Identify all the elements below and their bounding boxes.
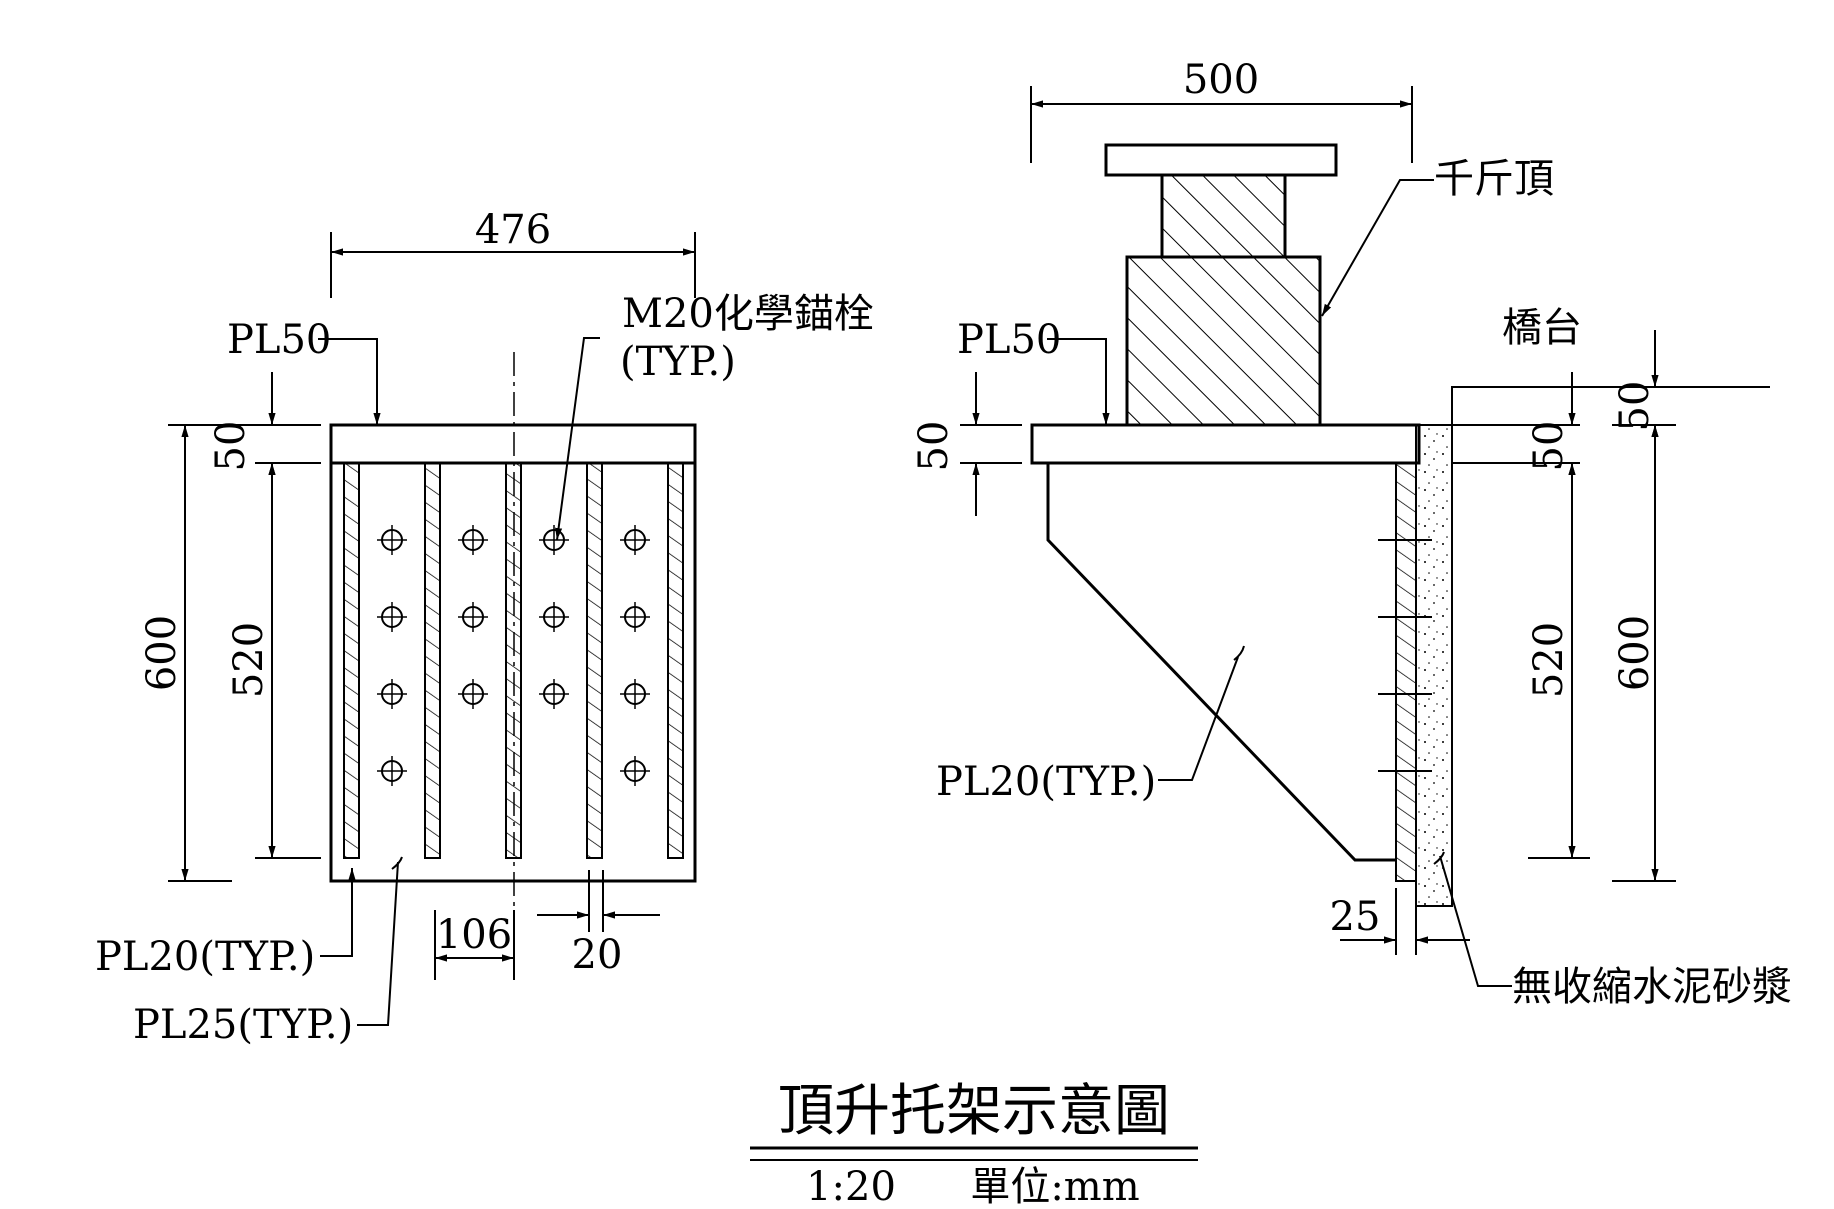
side-top-plate-label: PL50 <box>957 317 1061 363</box>
anchor-bolt <box>458 602 488 632</box>
anchor-bolt <box>620 756 650 786</box>
front-rib-dim: 520 <box>226 622 272 698</box>
rib <box>343 462 360 859</box>
rib <box>586 462 603 859</box>
front-back-plate-label: PL25(TYP.) <box>133 1002 353 1048</box>
title-block: 頂升托架示意圖 1:20 單位:mm <box>750 1079 1198 1209</box>
front-width-dim: 476 <box>475 207 551 253</box>
unit-label: 單位:mm <box>970 1164 1139 1209</box>
anchor-bolt <box>458 525 488 555</box>
right-plate-dim: 50 <box>1526 421 1572 472</box>
anchor-bolt <box>539 679 569 709</box>
front-top-plate-label: PL50 <box>227 317 331 363</box>
anchor-label: M20化學錨栓 <box>622 291 874 337</box>
drawing-title: 頂升托架示意圖 <box>778 1079 1170 1144</box>
rib <box>424 462 441 859</box>
abutment-face <box>1451 386 1770 906</box>
grout-label: 無收縮水泥砂漿 <box>1512 964 1792 1010</box>
back-plate-dim: 25 <box>1330 894 1381 940</box>
side-back-plate <box>1395 462 1417 882</box>
front-view: 476 PL50 50 520 600 M20化學錨栓 (TYP.) 106 2… <box>95 207 874 1048</box>
gusset-label: PL20(TYP.) <box>936 759 1156 805</box>
anchor-bolt <box>620 679 650 709</box>
anchor-bolt <box>458 679 488 709</box>
front-ribs <box>343 462 684 859</box>
jack-ram <box>1160 173 1287 259</box>
anchor-bolt <box>377 756 407 786</box>
grout-layer <box>1415 424 1453 907</box>
anchor-label-typ: (TYP.) <box>620 339 736 385</box>
anchor-ticks <box>1378 539 1432 772</box>
gusset-plate <box>1046 463 1396 862</box>
anchor-bolt <box>377 525 407 555</box>
front-rib-label: PL20(TYP.) <box>95 934 315 980</box>
front-plate-dim: 50 <box>208 421 254 472</box>
anchor-bolt <box>377 602 407 632</box>
spacing-dim: 106 <box>436 912 512 958</box>
front-total-dim: 600 <box>139 615 185 691</box>
scale-label: 1:20 <box>806 1164 896 1209</box>
right-total-dim: 600 <box>1612 615 1658 691</box>
front-top-plate <box>329 423 697 465</box>
anchor-bolts <box>377 525 650 786</box>
anchor-bolt <box>539 602 569 632</box>
side-plate-dim: 50 <box>911 421 957 472</box>
anchor-bolt <box>620 602 650 632</box>
side-view: 500 千斤頂 PL50 50 橋台 PL20(TYP.) 25 無收縮水泥砂漿 <box>911 57 1792 1010</box>
jack-body <box>1125 255 1322 427</box>
rib-thickness-dim: 20 <box>572 932 623 978</box>
jack-top-plate <box>1104 143 1338 177</box>
abutment-label: 橋台 <box>1502 305 1582 351</box>
anchor-bolt <box>620 525 650 555</box>
jack-label: 千斤頂 <box>1434 156 1554 202</box>
side-top-plate <box>1030 423 1421 465</box>
rib <box>667 462 684 859</box>
right-rib-dim: 520 <box>1526 622 1572 698</box>
anchor-bolt <box>377 679 407 709</box>
right-top-dim: 50 <box>1612 381 1658 432</box>
jack-width-dim: 500 <box>1183 57 1259 103</box>
anchor-bolt <box>539 525 569 555</box>
